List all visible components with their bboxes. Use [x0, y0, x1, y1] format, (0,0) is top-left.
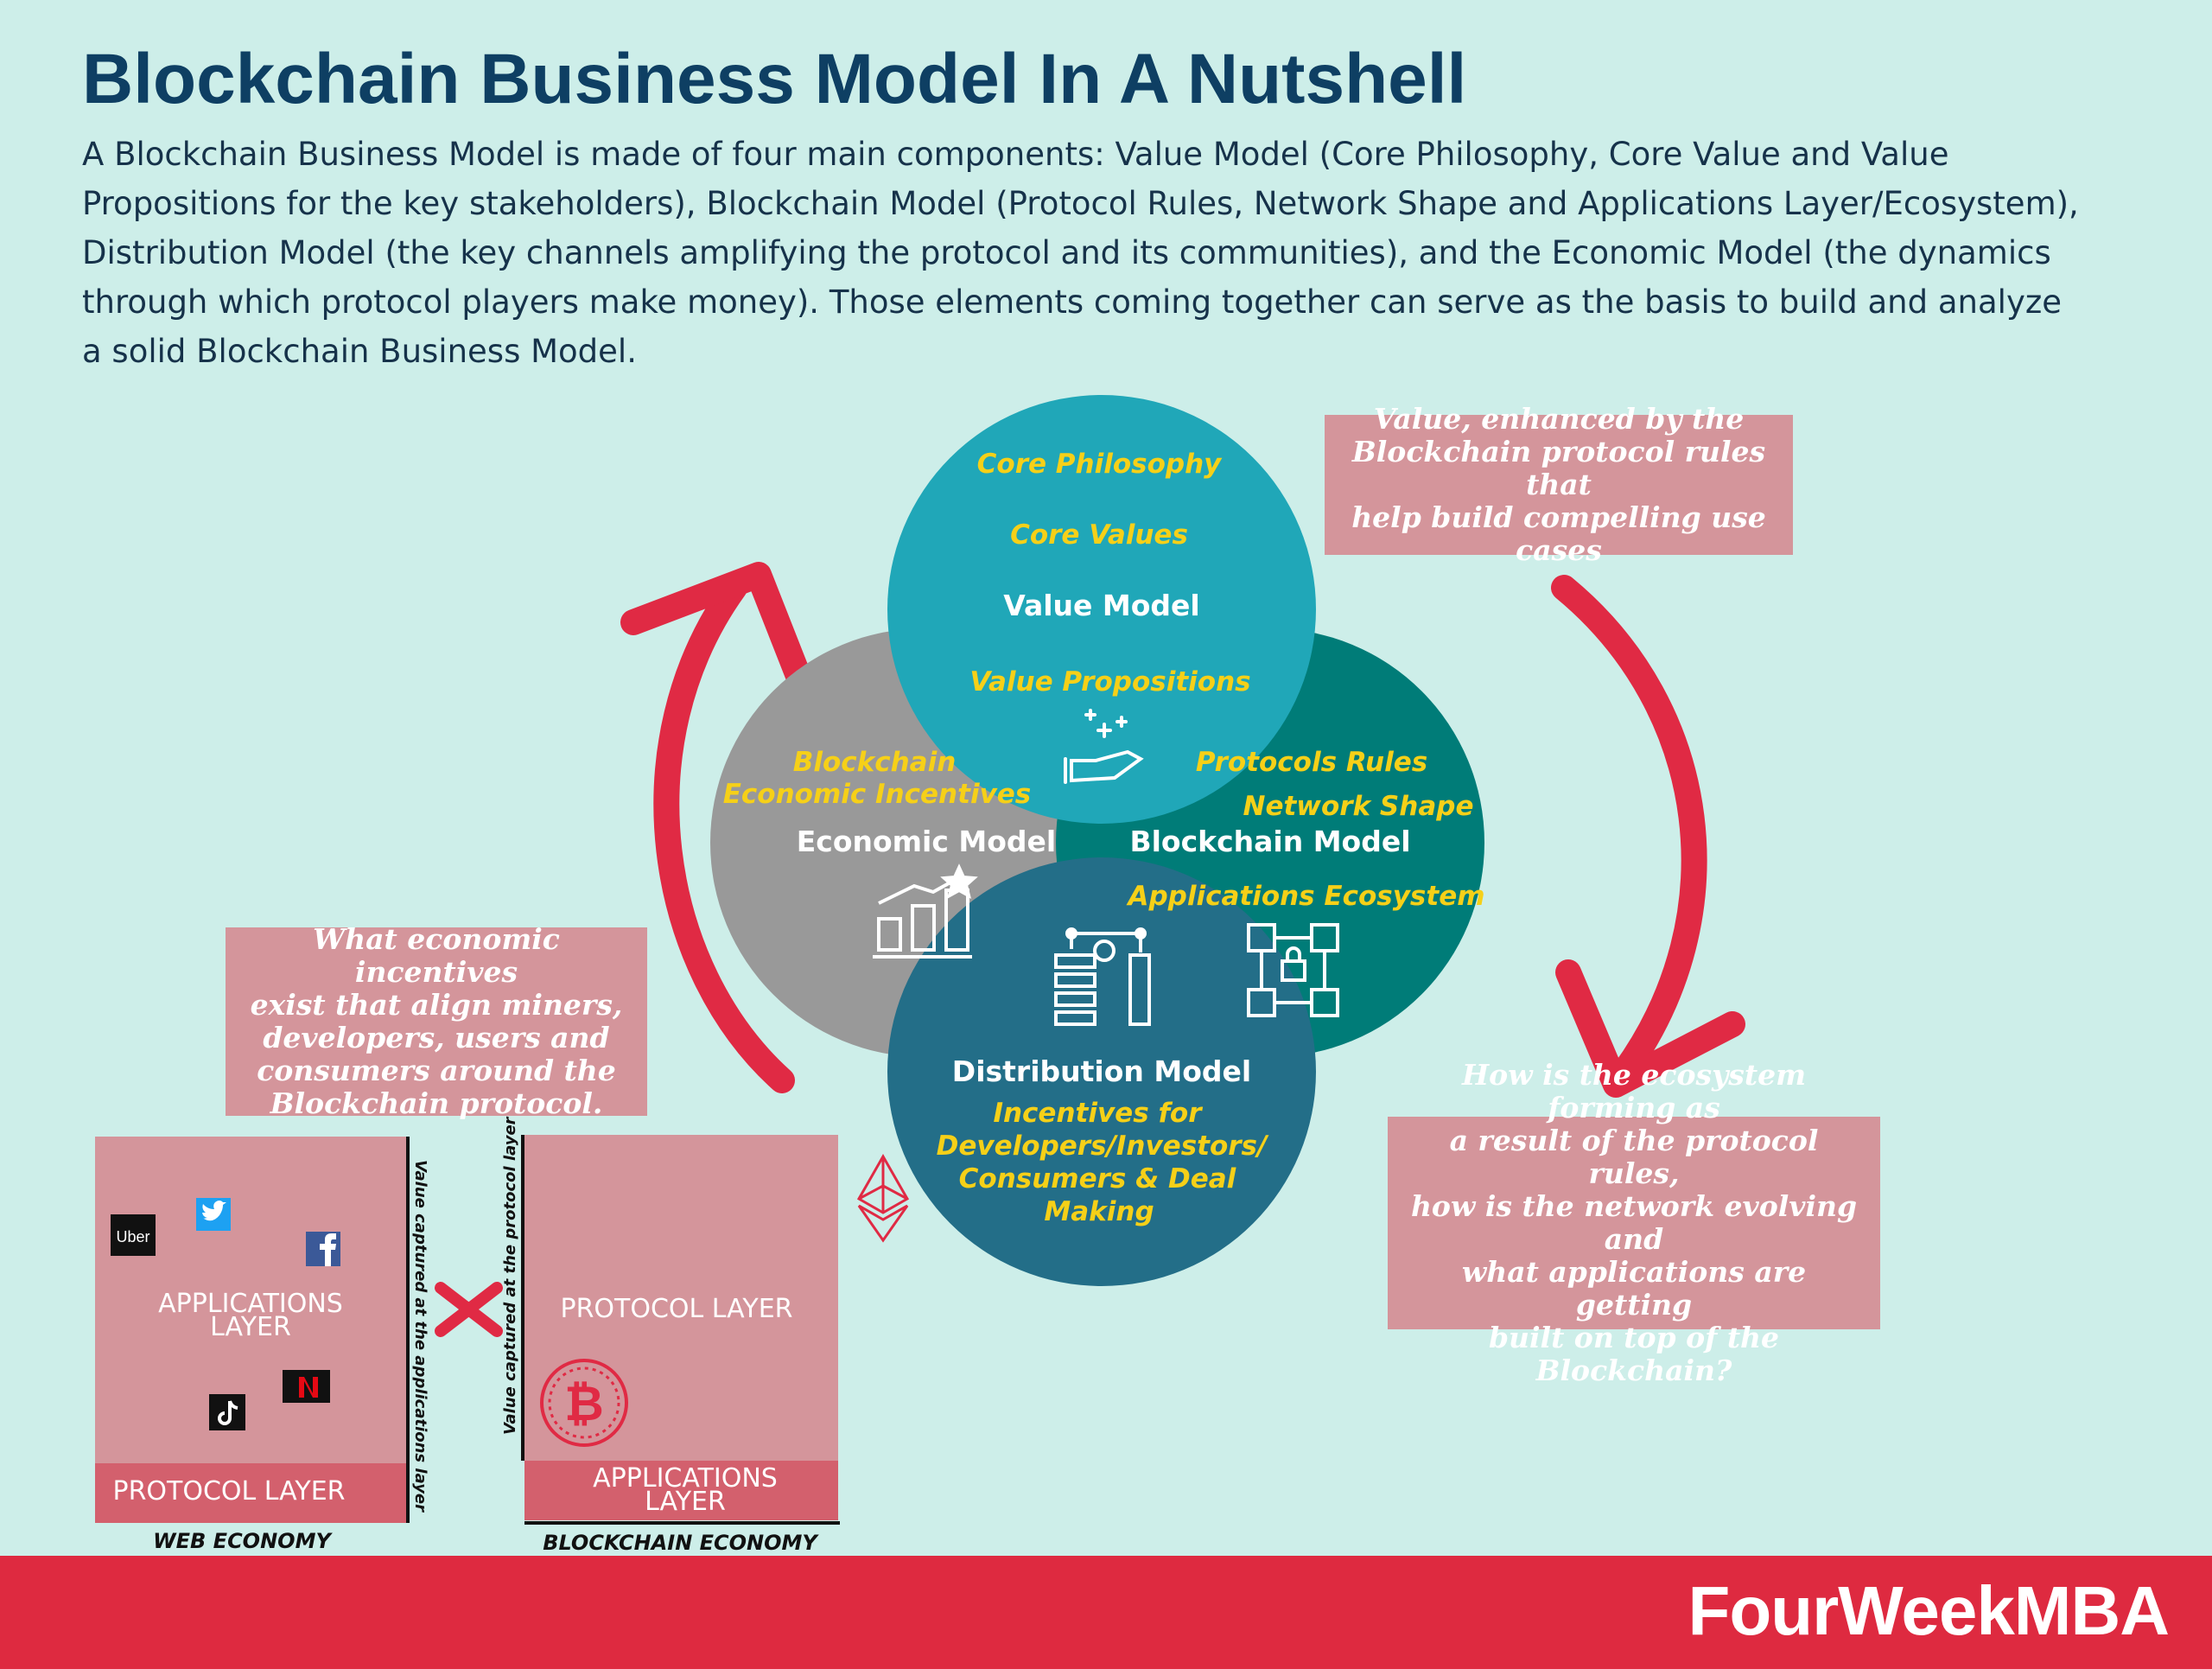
web-economy-caption: WEB ECONOMY [153, 1529, 333, 1553]
value-model-circle [887, 395, 1316, 824]
distribution-item-4: Making [1044, 1196, 1154, 1227]
page-title: Blockchain Business Model In A Nutshell [82, 40, 1467, 118]
netflix-icon [283, 1370, 330, 1403]
blockchain-model-title: Blockchain Model [1129, 825, 1410, 858]
left-cycle-arrow [620, 562, 821, 1093]
blockchain-economy-caption: BLOCKCHAIN ECONOMY [543, 1531, 819, 1555]
twitter-icon [196, 1198, 231, 1231]
distribution-model-circle [887, 857, 1316, 1286]
distribution-item-1: Incentives for [993, 1098, 1203, 1129]
web-protocol-layer-label: PROTOCOL LAYER [112, 1476, 345, 1507]
footer-bar [0, 1556, 2212, 1669]
brand-logo[interactable]: FourWeekMBA [1688, 1572, 2170, 1649]
tiktok-icon [209, 1394, 245, 1430]
web-applications-layer-label-2: LAYER [210, 1312, 291, 1342]
web-applications-layer-label-1: APPLICATIONS [158, 1289, 343, 1319]
value-item-value-propositions: Value Propositions [969, 666, 1250, 698]
blockchain-item-applications-ecosystem: Applications Ecosystem [1125, 881, 1484, 912]
network-lock-icon [1247, 923, 1339, 1017]
distribution-model-title: Distribution Model [952, 1054, 1251, 1088]
uber-icon: Uber [111, 1214, 156, 1256]
server-gear-icon [1054, 927, 1151, 1026]
ethereum-icon [856, 1153, 910, 1243]
ecosystem-note: How is the ecosystem forming as a result… [1388, 1059, 1880, 1387]
svg-text:Uber: Uber [116, 1228, 149, 1245]
value-model-title: Value Model [1003, 589, 1200, 622]
value-item-core-philosophy: Core Philosophy [977, 449, 1224, 480]
bitcoin-icon: ₿ [540, 1359, 628, 1447]
economic-item-blockchain: Blockchain [793, 747, 957, 778]
blockchain-item-network-shape: Network Shape [1243, 791, 1474, 822]
facebook-icon [306, 1232, 340, 1266]
economic-item-incentives: Economic Incentives [723, 779, 1032, 810]
blockchain-applications-layer-label-2: LAYER [645, 1487, 726, 1517]
blockchain-item-protocol-rules: Protocols Rules [1196, 747, 1427, 778]
contrast-x-icon [435, 1282, 503, 1337]
page-description: A Blockchain Business Model is made of f… [82, 136, 2079, 370]
value-note: Value, enhanced by the Blockchain protoc… [1325, 403, 1793, 567]
web-economy-block: APPLICATIONS LAYER PROTOCOL LAYER WEB EC… [95, 1137, 429, 1553]
economic-incentives-note: What economic incentives exist that alig… [226, 923, 647, 1120]
blockchain-economy-block: PROTOCOL LAYER APPLICATIONS LAYER BLOCKC… [501, 1116, 840, 1555]
blockchain-applications-layer-label-1: APPLICATIONS [593, 1463, 778, 1494]
growth-chart-icon [873, 863, 978, 959]
distribution-item-3: Consumers & Deal [959, 1163, 1236, 1194]
blockchain-side-label: Value captured at the protocol layer [501, 1116, 519, 1435]
blockchain-protocol-layer-label: PROTOCOL LAYER [560, 1294, 792, 1324]
svg-text:₿: ₿ [564, 1376, 604, 1432]
right-cycle-arrow [1551, 575, 1745, 1098]
value-item-core-values: Core Values [1010, 519, 1188, 551]
economic-model-title: Economic Model [797, 825, 1057, 858]
web-side-label: Value captured at the applications layer [411, 1160, 429, 1513]
distribution-item-2: Developers/Investors/ [937, 1131, 1269, 1162]
hand-sparkle-icon [1064, 709, 1144, 784]
